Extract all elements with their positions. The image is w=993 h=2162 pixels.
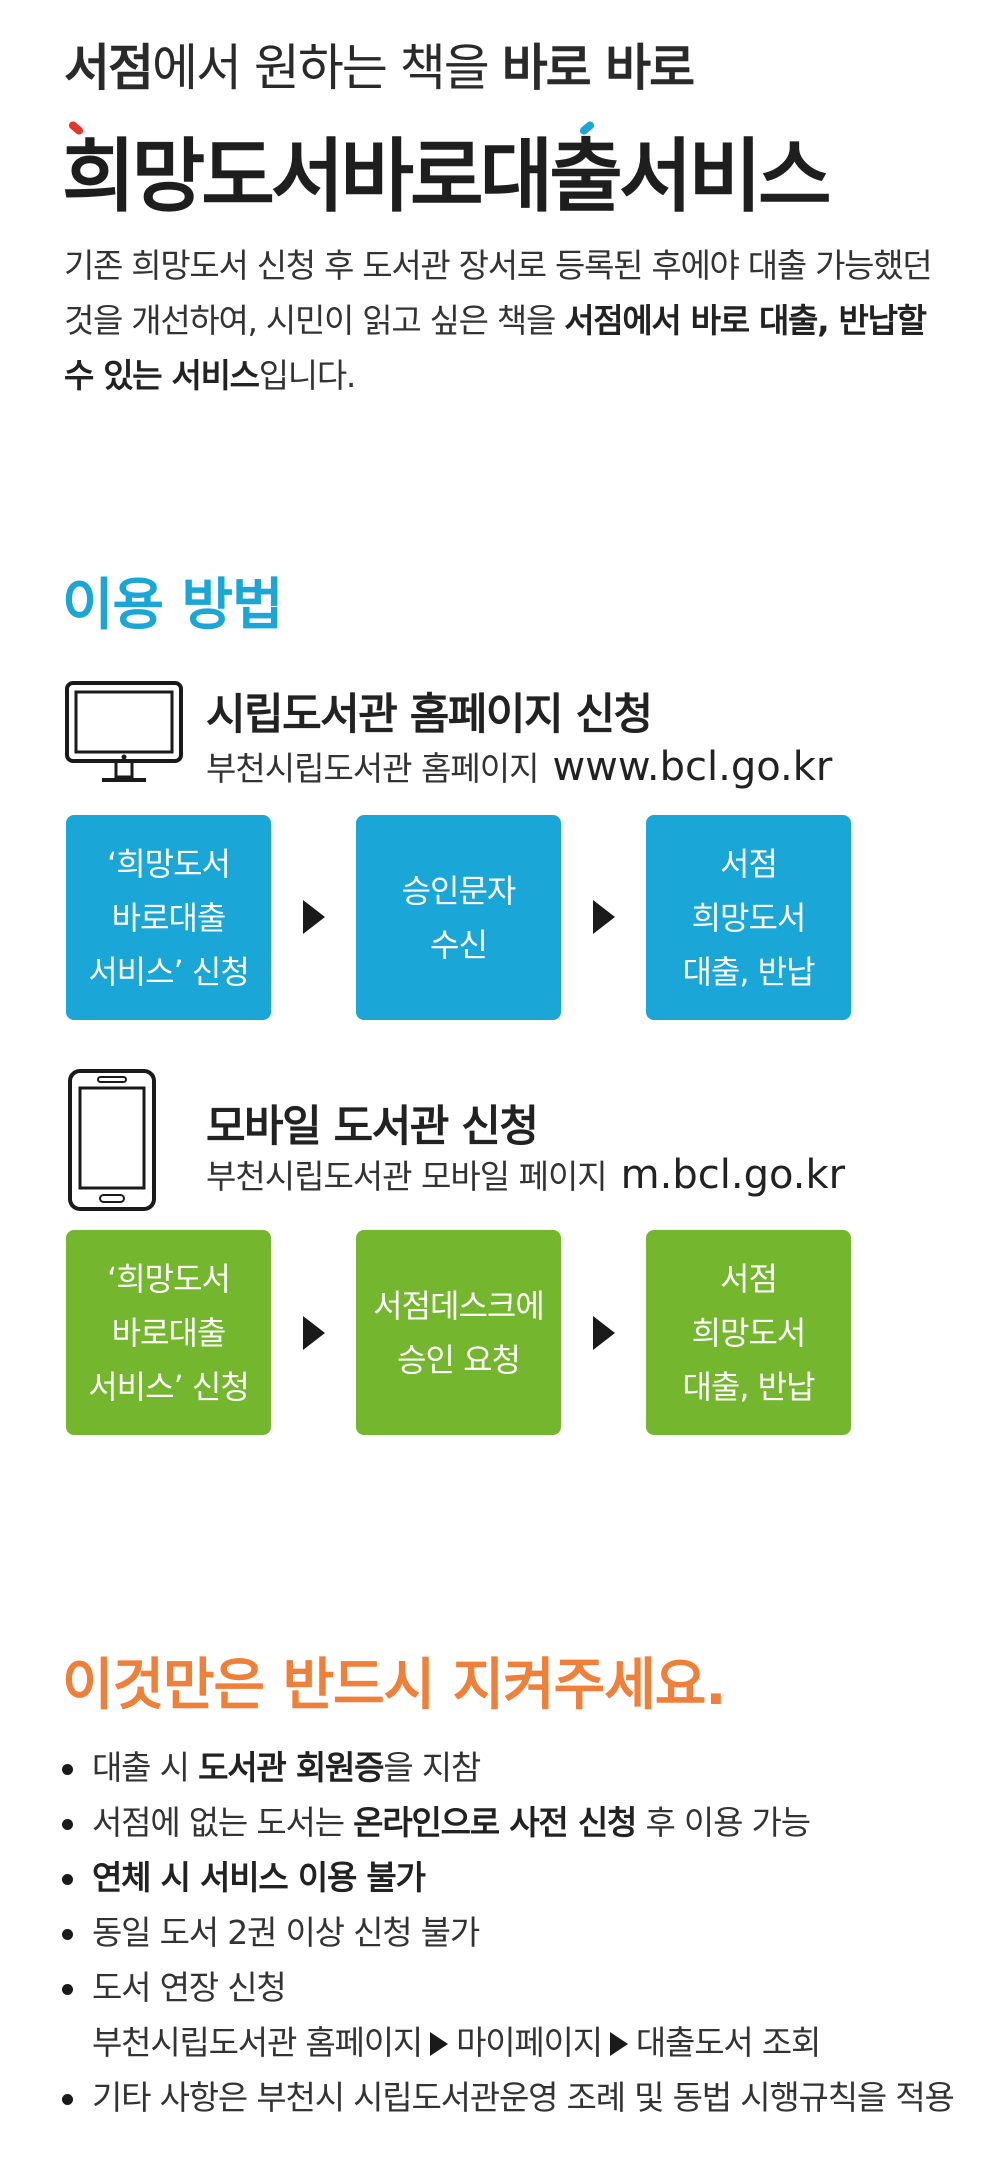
- mobile-step-3: 서점 희망도서 대출, 반납: [646, 1230, 851, 1435]
- notice-text: 후 이용 가능: [636, 1803, 811, 1842]
- smartphone-icon: [68, 1069, 156, 1211]
- description-end: 입니다.: [258, 356, 357, 395]
- homepage-step-3: 서점 희망도서 대출, 반납: [646, 815, 851, 1020]
- path-arrow-icon: [430, 2032, 449, 2056]
- notice-list: 대출 시 도서관 회원증을 지참 서점에 없는 도서는 온라인으로 사전 신청 …: [62, 1740, 962, 2125]
- method-mobile-subtitle: 부천시립도서관 모바일 페이지 m.bcl.go.kr: [206, 1150, 845, 1198]
- title-part-1: 희: [62, 130, 136, 223]
- renewal-path: 부천시립도서관 홈페이지 마이페이지 대출도서 조회: [92, 2015, 962, 2070]
- mobile-step-2: 서점데스크에 승인 요청: [356, 1230, 561, 1435]
- notice-text: 도서 연장 신청: [92, 1968, 287, 2007]
- description-highlight: 서점에서 바로 대출, 반납할 수 있는 서비스: [64, 301, 927, 395]
- mobile-label: 부천시립도서관 모바일 페이지: [206, 1157, 608, 1196]
- method-mobile-title: 모바일 도서관 신청: [206, 1102, 539, 1152]
- step-arrow-icon: [303, 900, 325, 934]
- notice-bold: 도서관 회원증: [198, 1748, 384, 1787]
- notice-item: 대출 시 도서관 회원증을 지참: [62, 1740, 962, 1795]
- notice-item: 서점에 없는 도서는 온라인으로 사전 신청 후 이용 가능: [62, 1795, 962, 1850]
- step-arrow-icon: [303, 1316, 325, 1350]
- homepage-step-2: 승인문자 수신: [356, 815, 561, 1020]
- notice-text: 을 지참: [383, 1748, 481, 1787]
- notice-item: 동일 도서 2권 이상 신청 불가: [62, 1905, 962, 1960]
- title-part-3: 출: [549, 130, 623, 223]
- method-homepage-title: 시립도서관 홈페이지 신청: [206, 690, 653, 740]
- step-arrow-icon: [593, 900, 615, 934]
- notice-title: 이것만은 반드시 지켜주세요.: [62, 1653, 727, 1718]
- service-description: 기존 희망도서 신청 후 도서관 장서로 등록된 후에야 대출 가능했던 것을 …: [64, 238, 944, 403]
- tagline-bold: 서점: [64, 39, 154, 97]
- notice-text: 기타 사항은 부천시 시립도서관운영 조례 및 동법 시행규칙을 적용: [92, 2078, 955, 2117]
- mobile-step-1: ‘희망도서 바로대출 서비스’ 신청: [66, 1230, 271, 1435]
- homepage-url-link[interactable]: www.bcl.go.kr: [552, 744, 833, 790]
- title-part-4: 서비스: [618, 130, 832, 223]
- mobile-url-link[interactable]: m.bcl.go.kr: [620, 1152, 846, 1198]
- homepage-label: 부천시립도서관 홈페이지: [206, 749, 539, 788]
- description-text: 기존 희망도서 신청 후 도서관 장서로 등록된 후에야 대출 가능했던 것을 …: [64, 246, 933, 340]
- path-loan-lookup: 대출도서 조회: [635, 2023, 821, 2062]
- path-arrow-icon: [609, 2032, 628, 2056]
- notice-item: 연체 시 서비스 이용 불가: [62, 1850, 962, 1905]
- title-part-2: 망도서바로대: [131, 130, 554, 223]
- notice-text: 서점에 없는 도서는: [92, 1803, 354, 1842]
- path-mypage: 마이페이지: [456, 2023, 603, 2062]
- notice-bold: 온라인으로 사전 신청: [353, 1803, 637, 1842]
- tagline: 서점에서 원하는 책을 바로 바로: [64, 28, 695, 100]
- notice-bold: 연체 시 서비스 이용 불가: [92, 1858, 426, 1897]
- monitor-icon: [65, 681, 183, 782]
- notice-item: 도서 연장 신청 부천시립도서관 홈페이지 마이페이지 대출도서 조회: [62, 1960, 962, 2070]
- homepage-step-1: ‘희망도서 바로대출 서비스’ 신청: [66, 815, 271, 1020]
- tagline-bold-end: 바로 바로: [501, 39, 695, 97]
- notice-item: 기타 사항은 부천시 시립도서관운영 조례 및 동법 시행규칙을 적용: [62, 2070, 962, 2125]
- tagline-text: 에서 원하는 책을: [152, 39, 502, 97]
- step-arrow-icon: [593, 1316, 615, 1350]
- how-to-title: 이용 방법: [62, 573, 284, 638]
- notice-text: 동일 도서 2권 이상 신청 불가: [92, 1913, 480, 1952]
- notice-text: 대출 시: [92, 1748, 199, 1787]
- path-homepage: 부천시립도서관 홈페이지: [92, 2023, 423, 2062]
- method-homepage-subtitle: 부천시립도서관 홈페이지 www.bcl.go.kr: [206, 742, 832, 790]
- page-title: 희망도서바로대출서비스: [62, 112, 832, 228]
